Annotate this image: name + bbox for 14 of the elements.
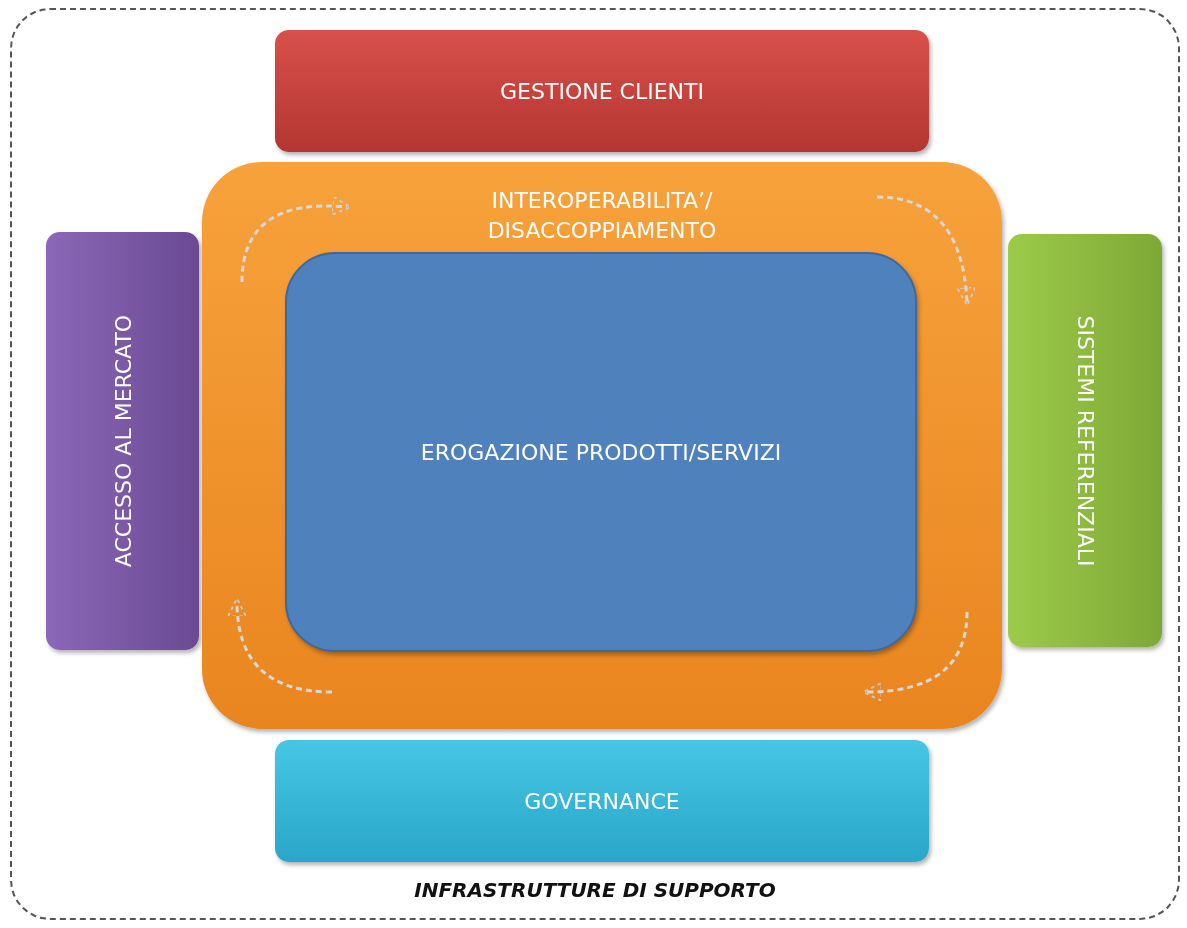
node-label: INTEROPERABILITA’/ DISACCOPPIAMENTO <box>486 187 718 245</box>
layer-band <box>202 162 1002 729</box>
dashed-frame <box>10 8 1180 920</box>
node-label: GOVERNANCE <box>524 788 680 814</box>
node-label: INFRASTRUTTURE DI SUPPORTO <box>414 878 776 902</box>
node-label: EROGAZIONE PRODOTTI/SERVIZI <box>420 439 782 465</box>
category-box <box>275 30 929 152</box>
node-label: GESTIONE CLIENTI <box>500 78 704 104</box>
category-box <box>1008 234 1162 647</box>
category-box <box>275 740 929 862</box>
node-label: SISTEMI REFERENZIALI <box>1072 315 1098 566</box>
node-label: ACCESSO AL MERCATO <box>110 314 135 568</box>
core-box <box>285 252 917 652</box>
category-box <box>46 232 199 650</box>
